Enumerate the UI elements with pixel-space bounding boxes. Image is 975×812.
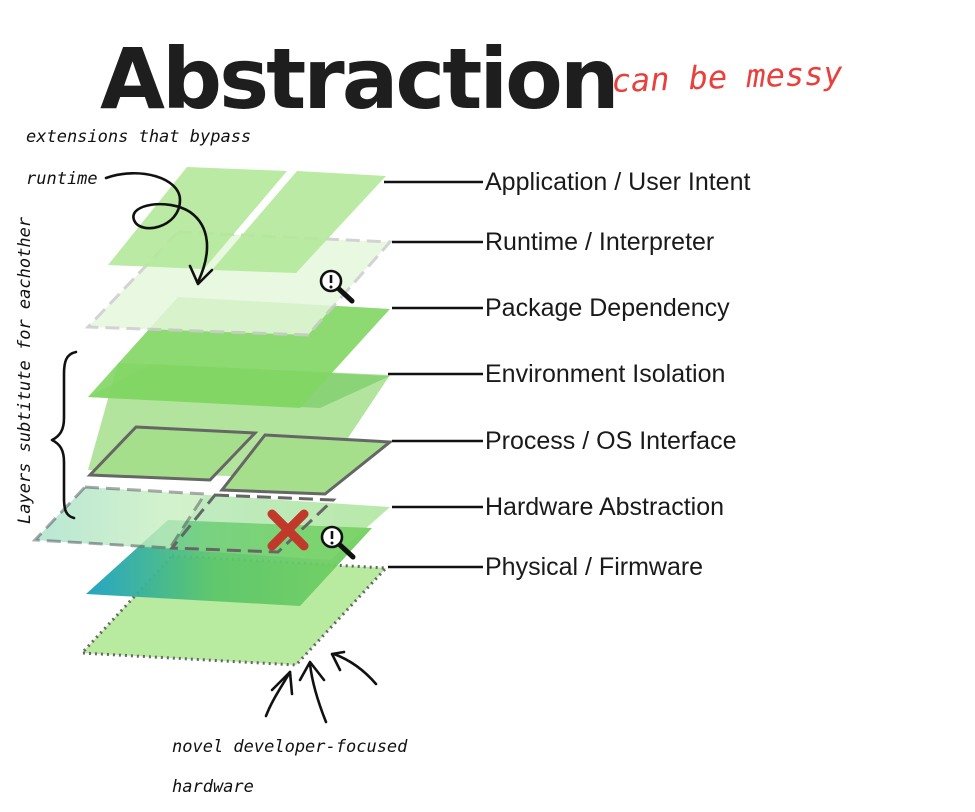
bypass-note-line1: extensions that bypass (26, 127, 251, 147)
layer-label: Package Dependency (485, 294, 730, 322)
hardware-arrows-icon (264, 650, 378, 724)
layer-application-right (212, 171, 386, 273)
hardware-note-line1: novel developer-focused (172, 737, 408, 757)
alert-magnifier-icon (320, 525, 356, 560)
layer-label: Application / User Intent (485, 168, 750, 196)
layer-label: Environment Isolation (485, 360, 725, 388)
page-subtitle: can be messy (611, 54, 844, 100)
curly-brace-icon (50, 350, 78, 520)
layer-hardware-right-outline (168, 493, 337, 554)
substitute-note: Layers subtitute for eachother (15, 216, 35, 524)
layer-process-right-box (219, 433, 394, 496)
alert-magnifier-icon (319, 269, 355, 304)
hardware-note-line2: hardware (172, 777, 254, 797)
layer-label: Process / OS Interface (485, 427, 737, 455)
layer-label: Hardware Abstraction (485, 493, 724, 521)
layer-label: Physical / Firmware (485, 553, 703, 581)
layer-hardware-left-outline (31, 485, 208, 550)
layer-label: Runtime / Interpreter (485, 228, 714, 256)
cross-mark-icon (267, 509, 309, 551)
curved-arrow-icon (104, 172, 214, 286)
bypass-note-line2: runtime (26, 169, 98, 189)
layer-process-left-box (86, 425, 259, 482)
page-title: Abstraction (100, 30, 617, 128)
